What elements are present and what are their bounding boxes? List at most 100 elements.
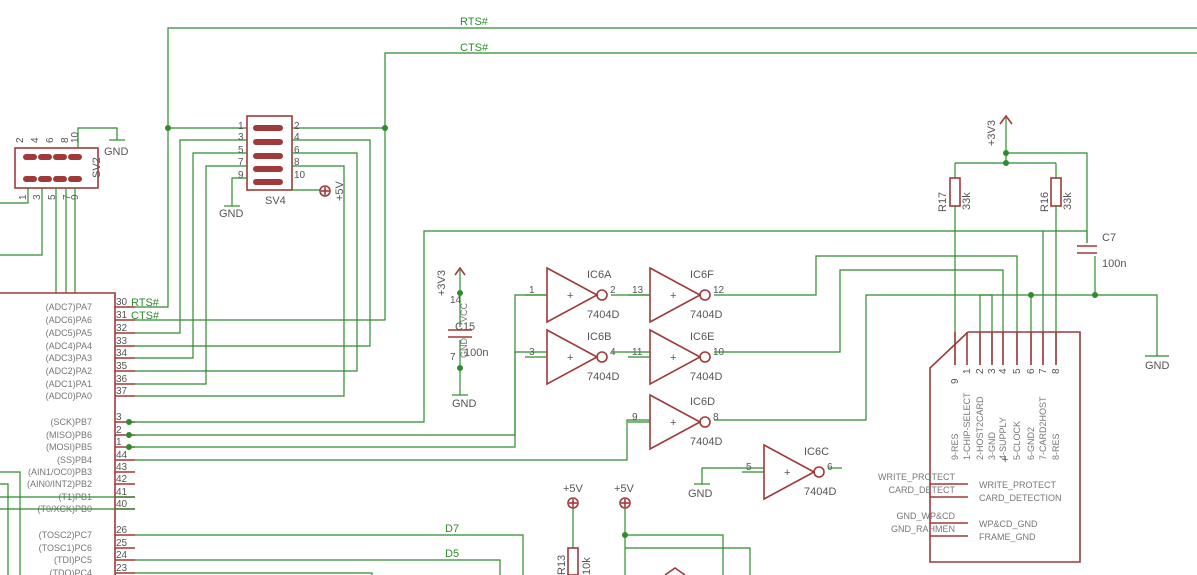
net-label-cts: CTS#	[460, 42, 489, 54]
sv2-gnd-label: GND	[104, 146, 129, 158]
mcu-pin-net: RTS#	[131, 297, 160, 309]
sv4-gnd-label: GND	[219, 208, 244, 220]
sd-pin-name: 9-RES	[950, 433, 960, 460]
supply-5v-a: +5V R13 10k	[556, 483, 593, 575]
sd-side-pin: GND_RAHMEN FRAME_GND	[891, 524, 1036, 542]
mcu-pin: (TOSC2)PC7 26	[39, 525, 135, 540]
sd-pin-name: 5-CLOCK	[1012, 421, 1022, 460]
svg-text:+: +	[670, 290, 676, 302]
svg-text:+5V: +5V	[563, 483, 584, 495]
mcu-pin-label: (AIN0/INT2)PB2	[27, 479, 92, 489]
mcu-pin-number: 35	[116, 361, 128, 372]
gate-name: IC6C	[804, 446, 829, 458]
mcu-pin-number: 26	[116, 525, 128, 536]
sd-side-pins: WRITE_PROTECTWRITE_PROTECTCARD_DETECTCAR…	[878, 472, 1062, 542]
r16-name: R16	[1039, 192, 1051, 212]
mcu-pin-number: 37	[116, 386, 128, 397]
r13-value: 10k	[581, 557, 593, 575]
c7-name: C7	[1102, 232, 1116, 244]
sd-pin: 11-CHIP-SELECT	[962, 332, 973, 460]
svg-text:+: +	[670, 417, 676, 429]
gate-name: IC6A	[587, 269, 612, 281]
mcu-pin-label: (TOSC2)PC7	[39, 530, 92, 540]
mcu-pin-number: 31	[116, 310, 128, 321]
gate-name: IC6B	[587, 331, 611, 343]
sd-side-int: WRITE_PROTECT	[979, 480, 1057, 490]
mcu-pin-number: 3	[116, 412, 122, 423]
sd-pin: 99-RES	[950, 332, 961, 460]
sd-pin-name: 6-GND2	[1026, 427, 1036, 460]
mcu-pin-label: (ADC4)PA4	[46, 341, 92, 351]
sd-pin: 77-CARD2HOST	[1038, 332, 1049, 460]
svg-text:+: +	[567, 290, 573, 302]
sd-pin: 88-RES	[1051, 332, 1062, 460]
ic6c-gnd-label: GND	[688, 488, 713, 500]
mcu-pin-number: 23	[116, 563, 128, 574]
mcu-pin-number: 36	[116, 374, 128, 385]
svg-text:2: 2	[15, 137, 26, 143]
svg-text:7: 7	[238, 157, 244, 168]
sd-pin: 5 5-CLOCK	[1012, 332, 1023, 460]
svg-text:+: +	[670, 352, 676, 364]
gate-name: IC6F	[690, 269, 714, 281]
sd-pin: 33-GND	[987, 332, 998, 460]
mcu-pin-number: 2	[116, 425, 122, 436]
mcu-pin-label: (TDO)PC4	[50, 568, 93, 575]
gate-type: 7404D	[804, 486, 836, 498]
mcu-pin-number: 32	[116, 323, 128, 334]
gate-type: 7404D	[690, 436, 722, 448]
mcu-pin-label: (SCK)PB7	[50, 417, 92, 427]
sd-pin-number: 6	[1026, 368, 1037, 374]
gate-type: 7404D	[587, 309, 619, 321]
sd-pin: 6 6-GND2	[1026, 332, 1037, 460]
svg-text:6: 6	[45, 137, 56, 143]
sd-side-ext: GND_RAHMEN	[891, 524, 955, 534]
connector-sv2: 2 4 6 8 10 1 3 5 7 9 SV2 GND	[14, 127, 129, 200]
sd-pin-list: 99-RES11-CHIP-SELECT22-HOST2CARD33-GND44…	[950, 332, 1062, 460]
sd-side-int: FRAME_GND	[979, 532, 1036, 542]
svg-text:+5V: +5V	[614, 483, 635, 495]
svg-text:10: 10	[294, 170, 306, 181]
svg-text:14: 14	[450, 295, 462, 306]
supply-3v3-label: +3V3	[986, 120, 998, 146]
gate-pin-out: 8	[713, 412, 719, 423]
svg-text:3: 3	[238, 132, 244, 143]
mcu-pin-number: 25	[116, 538, 128, 549]
mcu-pin-label: (ADC5)PA5	[46, 328, 92, 338]
sd-pin-number: 8	[1051, 368, 1062, 374]
net-label-d5: D5	[445, 548, 459, 560]
sd-side-ext: CARD_DETECT	[888, 485, 955, 495]
c15-value: 100n	[464, 347, 488, 359]
gate-name: IC6E	[690, 331, 714, 343]
c15-supply-label: +3V3	[436, 270, 448, 296]
gate-pin-in: 13	[632, 285, 644, 296]
sd-side-ext: GND_WP&CD	[896, 511, 955, 521]
mcu-pin-number: 44	[116, 450, 128, 461]
sd-pin-name: 2-HOST2CARD	[975, 396, 985, 460]
mcu-pin-number: 34	[116, 348, 128, 359]
mcu-pin-number: 41	[116, 487, 128, 498]
gate-type: 7404D	[587, 371, 619, 383]
sd-pin-number: 5	[1012, 368, 1023, 374]
svg-text:+: +	[1002, 454, 1008, 466]
svg-text:4: 4	[294, 132, 300, 143]
sd-pin-name: 4-SUPPLY	[998, 417, 1008, 460]
mcu-pin-label: (ADC6)PA6	[46, 315, 92, 325]
gate-pin-in: 9	[632, 412, 638, 423]
svg-text:5: 5	[47, 194, 58, 200]
svg-text:8: 8	[60, 137, 71, 143]
sd-side-pin: GND_WP&CD WP&CD_GND	[896, 511, 1038, 529]
sd-side-int: WP&CD_GND	[979, 519, 1038, 529]
